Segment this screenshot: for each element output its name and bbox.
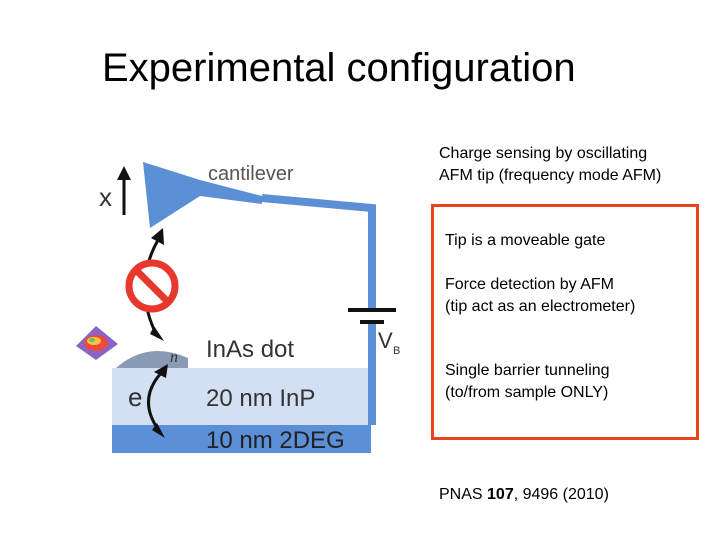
tunnel-note-line1: Single barrier tunneling (445, 362, 610, 379)
highlight-box (431, 204, 699, 440)
tip-dot-arrow-head-bottom (150, 326, 164, 341)
bias-voltage-label: V (378, 328, 393, 353)
cantilever-shape (143, 162, 262, 228)
tunnel-note-line2: (to/from sample ONLY) (445, 384, 609, 401)
inas-dot-label: InAs dot (206, 336, 294, 363)
x-arrow-head (117, 166, 131, 180)
force-note-line1: Force detection by AFM (445, 276, 614, 293)
electron-label: e (128, 382, 142, 412)
slide-title: Experimental configuration (102, 46, 576, 90)
dot-2deg-arrow-head-top (154, 364, 168, 378)
cantilever-label: cantilever (208, 163, 294, 185)
circuit-wire (261, 194, 376, 425)
reference-pages: , 9496 (2010) (513, 486, 609, 503)
n-label: n (170, 349, 178, 366)
dot-2deg-arrow-head-bottom (152, 423, 165, 438)
gate-note: Tip is a moveable gate (445, 232, 606, 249)
reference-journal: PNAS (439, 486, 488, 503)
inp-layer (112, 368, 371, 425)
x-axis-label: x (99, 182, 112, 212)
charge-sensing-line2: AFM tip (frequency mode AFM) (439, 167, 662, 184)
bias-voltage-subscript: B (393, 345, 400, 357)
twodeg-layer-label: 10 nm 2DEG (206, 427, 345, 454)
reference-volume: 107 (487, 486, 514, 503)
inp-layer-label: 20 nm InP (206, 385, 315, 412)
experimental-setup-diagram: cantilever x InAs dot n e 20 nm InP 10 n… (76, 162, 400, 454)
charge-sensing-line1: Charge sensing by oscillating (439, 145, 648, 162)
no-tunneling-icon-bar (133, 267, 171, 305)
tip-dot-arrow-head-top (151, 228, 164, 245)
quantum-dot-image (76, 326, 118, 360)
force-note-line2: (tip act as an electrometer) (445, 298, 636, 315)
reference-citation: PNAS 107, 9496 (2010) (439, 484, 609, 506)
inas-dot-shape (116, 350, 188, 368)
